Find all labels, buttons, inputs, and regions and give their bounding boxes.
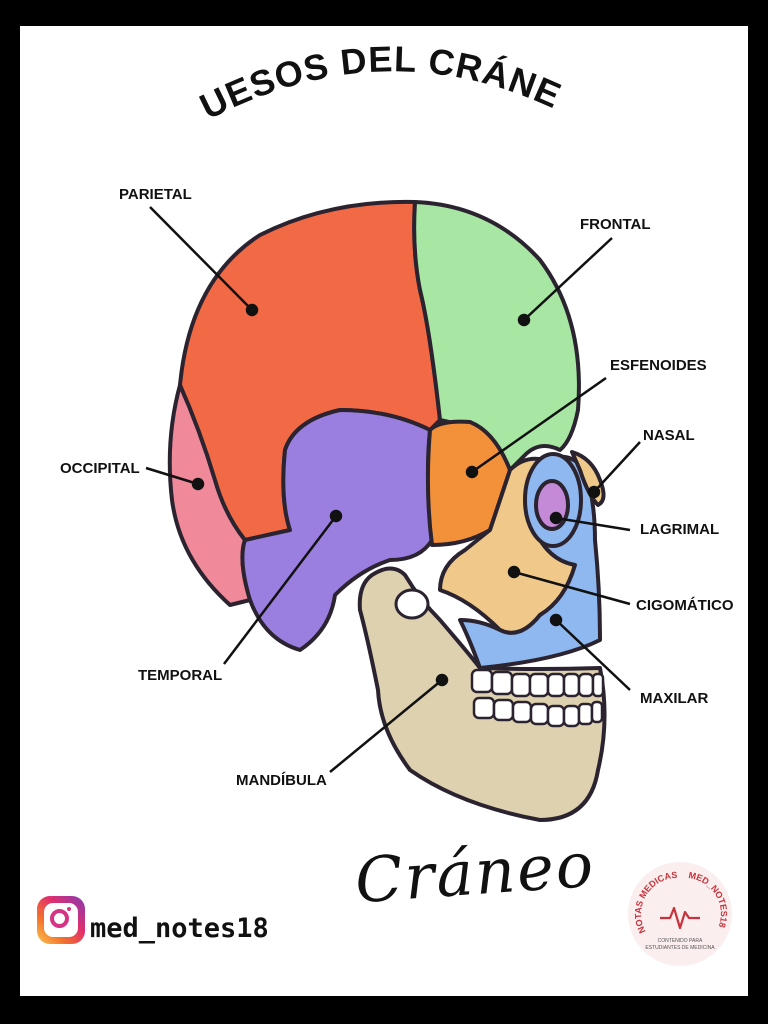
teeth (470, 668, 605, 728)
brand-logo: NOTAS MEDICAS MED_NOTES18 CONTENIDO PARA… (628, 862, 732, 966)
instagram-handle[interactable]: med_notes18 (90, 913, 269, 944)
leader-lines (145, 206, 641, 773)
label-lagrimal: LAGRIMAL (640, 521, 720, 538)
label-maxilar: MAXILAR (640, 690, 709, 707)
instagram-icon[interactable] (37, 896, 85, 944)
svg-text:NOTAS MEDICAS: NOTAS MEDICAS (633, 870, 678, 935)
logo-text-left: NOTAS MEDICAS (633, 870, 678, 935)
frontal-bone (412, 200, 581, 472)
title-banner: HUESOS DEL CRÁNEO (0, 0, 567, 127)
label-mandibula: MANDÍBULA (236, 772, 327, 789)
label-cigomatico: CIGOMÁTICO (636, 597, 734, 614)
mandibula-bone (357, 566, 607, 822)
logo-text-right: MED_NOTES18 (688, 870, 729, 929)
logo-caption-1: CONTENIDO PARA (658, 938, 703, 944)
logo-caption-2: ESTUDIANTES DE MEDICINA (645, 945, 715, 951)
label-frontal: FRONTAL (580, 216, 651, 233)
temporal-bone (240, 408, 434, 652)
label-esfenoides: ESFENOIDES (610, 357, 707, 374)
label-temporal: TEMPORAL (138, 667, 223, 684)
ear-opening (394, 588, 430, 620)
label-occipital: OCCIPITAL (60, 460, 140, 477)
heartbeat-icon (660, 906, 700, 930)
label-parietal: PARIETAL (119, 186, 192, 203)
svg-text:MED_NOTES18: MED_NOTES18 (688, 870, 729, 929)
label-nasal: NASAL (643, 427, 695, 444)
